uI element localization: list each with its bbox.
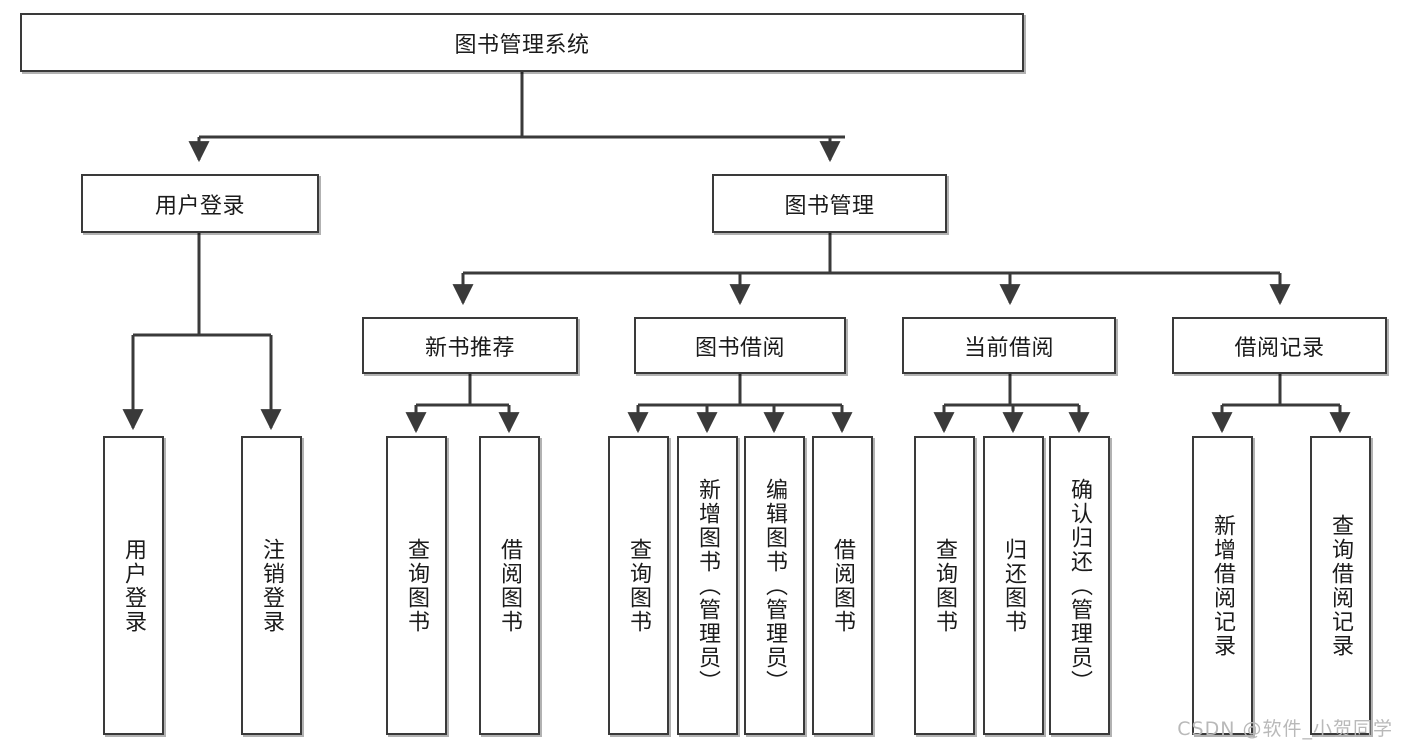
node-new-book-recommend-label: 新书推荐 [424,335,515,361]
node-current-borrow[interactable]: 当前借阅 [902,317,1116,374]
leaf-logout-label: 注销登录 [259,537,285,634]
leaf-query-borrow-record-label: 查询借阅记录 [1328,513,1354,658]
leaf-add-borrow-record-label: 新增借阅记录 [1210,513,1236,658]
leaf-confirm-return-admin-label: 确认归还（管理员） [1067,477,1093,694]
node-root-label: 图书管理系统 [454,32,590,58]
watermark: CSDN @软件_小贺同学 [1177,718,1393,740]
node-book-borrow[interactable]: 图书借阅 [634,317,846,374]
node-user-login-label: 用户登录 [154,193,245,219]
leaf-confirm-return-admin[interactable]: 确认归还（管理员） [1049,436,1110,735]
leaf-borrow-book-label: 借阅图书 [830,537,856,634]
node-root[interactable]: 图书管理系统 [20,13,1024,72]
leaf-add-book-admin-label: 新增图书（管理员） [695,477,721,694]
leaf-user-login[interactable]: 用户登录 [103,436,164,735]
leaf-query-book-current[interactable]: 查询图书 [914,436,975,735]
leaf-add-borrow-record[interactable]: 新增借阅记录 [1192,436,1253,735]
leaf-edit-book-admin-label: 编辑图书（管理员） [762,477,788,694]
node-book-borrow-label: 图书借阅 [694,335,785,361]
node-current-borrow-label: 当前借阅 [963,335,1054,361]
leaf-user-login-label: 用户登录 [121,537,147,634]
node-borrow-record[interactable]: 借阅记录 [1172,317,1387,374]
leaf-query-borrow-record[interactable]: 查询借阅记录 [1310,436,1371,735]
leaf-logout[interactable]: 注销登录 [241,436,302,735]
leaf-borrow-book[interactable]: 借阅图书 [812,436,873,735]
leaf-return-book[interactable]: 归还图书 [983,436,1044,735]
leaf-query-book-borrow-label: 查询图书 [626,537,652,634]
leaf-query-book-recommend[interactable]: 查询图书 [386,436,447,735]
node-book-management[interactable]: 图书管理 [712,174,947,233]
leaf-query-book-borrow[interactable]: 查询图书 [608,436,669,735]
leaf-borrow-book-recommend[interactable]: 借阅图书 [479,436,540,735]
leaf-return-book-label: 归还图书 [1001,537,1027,634]
leaf-query-book-current-label: 查询图书 [932,537,958,634]
node-book-management-label: 图书管理 [784,193,875,219]
leaf-query-book-recommend-label: 查询图书 [404,537,430,634]
leaf-borrow-book-recommend-label: 借阅图书 [497,537,523,634]
node-user-login[interactable]: 用户登录 [81,174,319,233]
node-borrow-record-label: 借阅记录 [1234,335,1325,361]
leaf-edit-book-admin[interactable]: 编辑图书（管理员） [744,436,805,735]
leaf-add-book-admin[interactable]: 新增图书（管理员） [677,436,738,735]
node-new-book-recommend[interactable]: 新书推荐 [362,317,578,374]
